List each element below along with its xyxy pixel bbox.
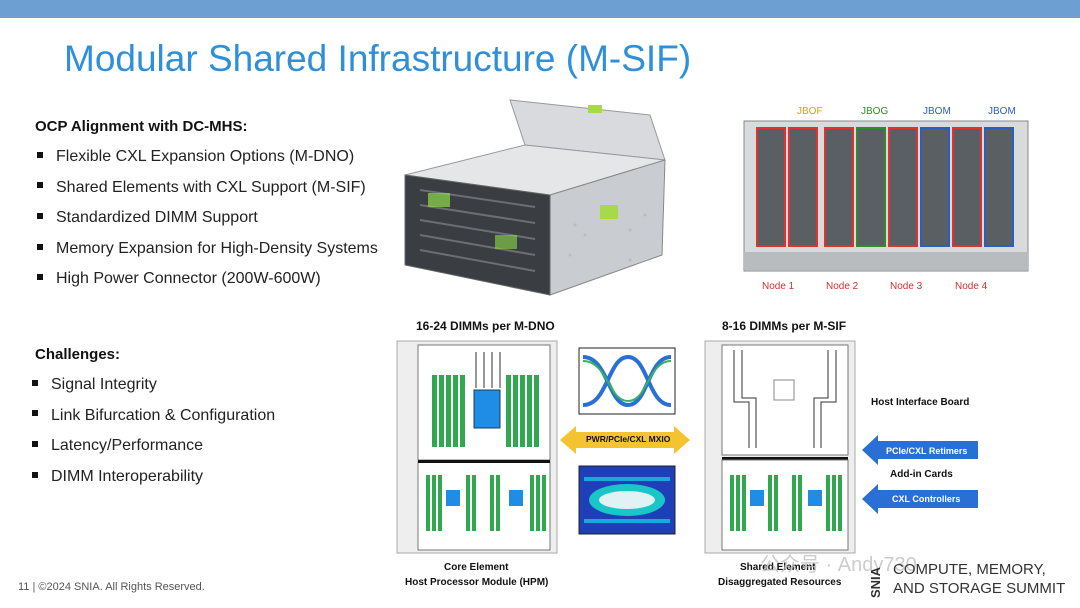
top-accent-bar: [0, 0, 1080, 18]
list-item: Memory Expansion for High-Density System…: [37, 234, 378, 265]
summit-line-2: AND STORAGE SUMMIT: [893, 580, 1066, 597]
list-item: DIMM Interoperability: [32, 462, 275, 493]
summit-line-1: COMPUTE, MEMORY,: [893, 561, 1046, 578]
center-arrow-label: PWR/PCIe/CXL MXIO: [586, 434, 671, 444]
list-item: High Power Connector (200W-600W): [37, 264, 378, 295]
eye-diagram-top: [578, 347, 676, 415]
watermark-text: 公众号 · Andy730: [760, 554, 917, 576]
page-title: Modular Shared Infrastructure (M-SIF): [64, 38, 692, 79]
footer-copyright: 11 | ©2024 SNIA. All Rights Reserved.: [18, 581, 205, 593]
right-caption-2: Disaggregated Resources: [718, 577, 842, 588]
left-diagram-title: 16-24 DIMMs per M-DNO: [416, 319, 555, 333]
retimer-arrow: [862, 435, 978, 465]
jbof-label: JBOF: [797, 106, 823, 117]
host-interface-label: Host Interface Board: [871, 397, 970, 408]
jbom-label: JBOM: [923, 106, 951, 117]
node-2-label: Node 2: [826, 281, 859, 292]
node-1-label: Node 1: [762, 281, 795, 292]
controllers-label: CXL Controllers: [892, 494, 961, 504]
node-3-label: Node 3: [890, 281, 923, 292]
right-caption-1: Shared Element: [740, 562, 816, 573]
msif-board-diagram: [704, 340, 856, 554]
controllers-arrow: [862, 484, 978, 514]
challenges-list: Signal Integrity Link Bifurcation & Conf…: [32, 370, 275, 492]
list-item: Standardized DIMM Support: [37, 203, 378, 234]
jbom-label-2: JBOM: [988, 106, 1016, 117]
chassis-front-view: JBOF JBOG JBOM JBOM: [743, 100, 1029, 275]
retimers-label: PCIe/CXL Retimers: [886, 446, 968, 456]
left-caption-1: Core Element: [444, 562, 509, 573]
list-item: Flexible CXL Expansion Options (M-DNO): [37, 142, 378, 173]
eye-diagram-bottom: [578, 465, 676, 535]
right-diagram-title: 8-16 DIMMs per M-SIF: [722, 319, 847, 333]
chassis-3d-image: [404, 99, 666, 296]
list-item: Latency/Performance: [32, 431, 275, 462]
jbog-label: JBOG: [861, 106, 889, 117]
list-item: Signal Integrity: [32, 370, 275, 401]
challenges-heading: Challenges:: [35, 346, 121, 363]
hpm-board-diagram: [396, 340, 558, 554]
snia-brand: SNIA: [868, 566, 883, 598]
ocp-list: Flexible CXL Expansion Options (M-DNO) S…: [37, 142, 378, 295]
node-4-label: Node 4: [955, 281, 988, 292]
left-caption-2: Host Processor Module (HPM): [405, 577, 549, 588]
list-item: Link Bifurcation & Configuration: [32, 401, 275, 432]
addin-cards-label: Add-in Cards: [890, 469, 953, 480]
ocp-heading: OCP Alignment with DC-MHS:: [35, 118, 248, 135]
double-arrow-gold: [560, 426, 690, 454]
list-item: Shared Elements with CXL Support (M-SIF): [37, 173, 378, 204]
